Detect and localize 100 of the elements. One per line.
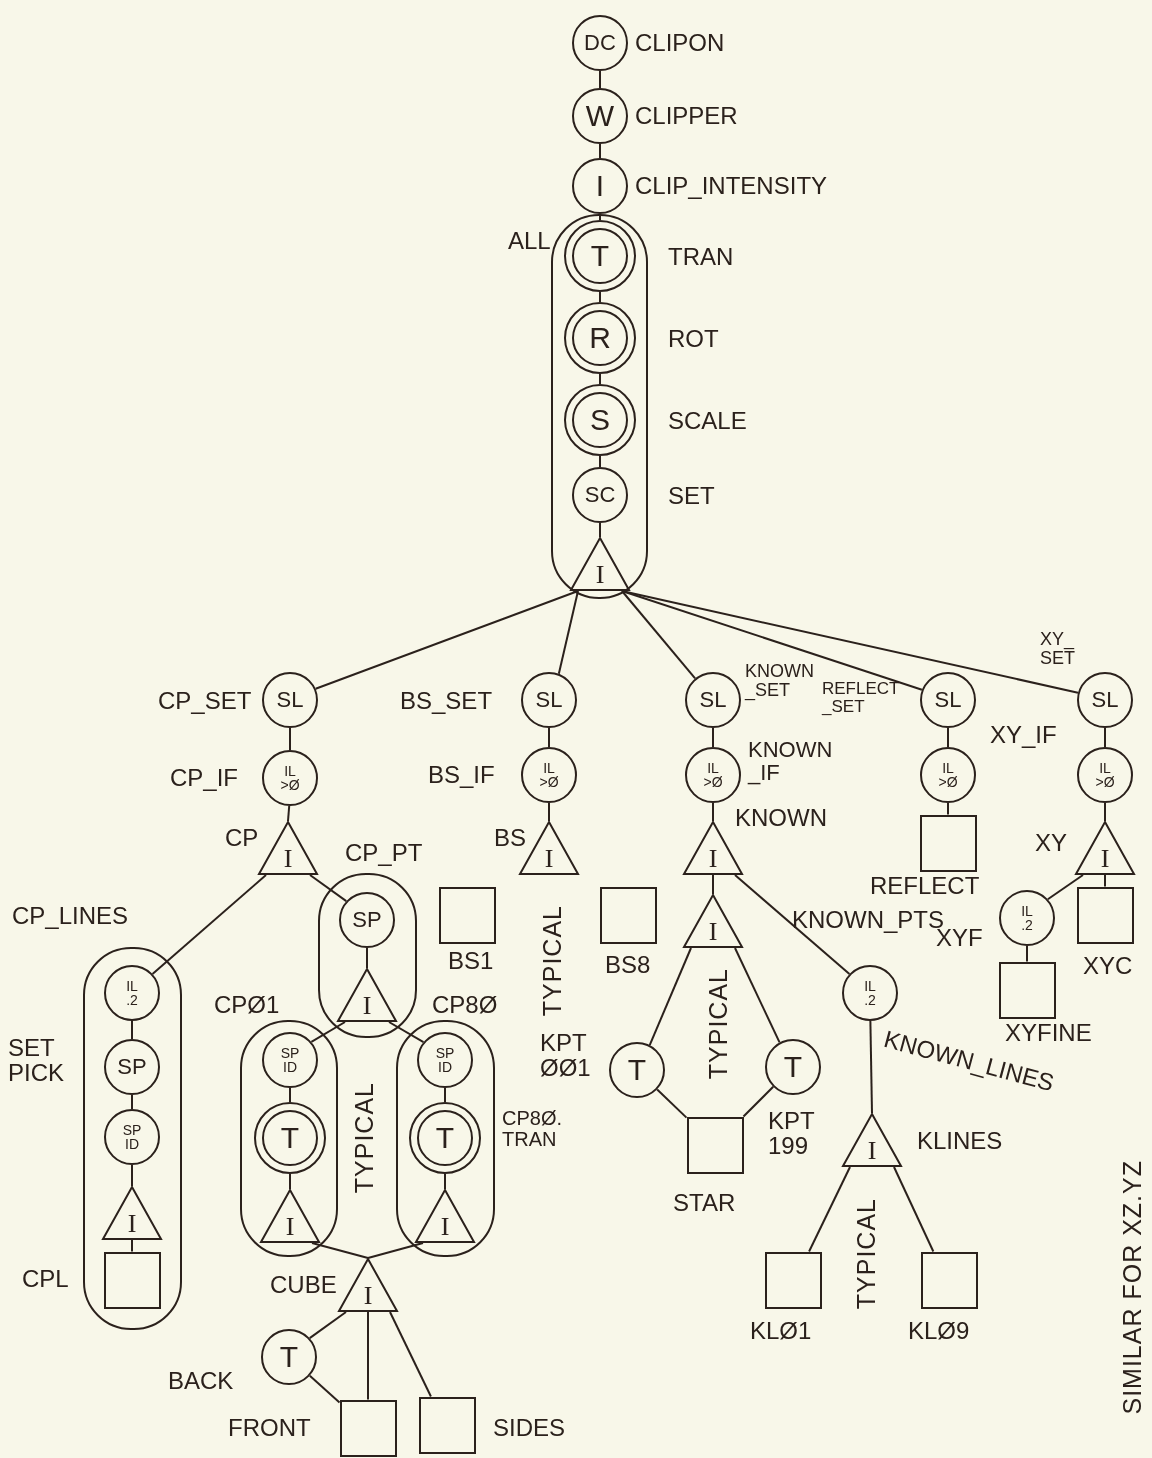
node-symbol: T xyxy=(279,1342,299,1372)
triangle-node xyxy=(1075,821,1135,875)
node-label: ROT xyxy=(668,326,719,352)
connector-line xyxy=(621,590,697,680)
node-symbol: IL .2 xyxy=(125,979,139,1007)
triangle-node xyxy=(683,894,743,948)
group-band xyxy=(83,947,182,1330)
circle-node xyxy=(999,890,1055,946)
node-label: KNOWN _IF xyxy=(748,738,834,785)
node-label: KPT 199 xyxy=(768,1108,816,1159)
node-symbol: I xyxy=(595,562,605,588)
connector-line xyxy=(648,947,692,1047)
connector-line xyxy=(599,213,601,221)
group-band xyxy=(551,214,648,599)
connector-line xyxy=(734,947,781,1044)
circle-node xyxy=(1077,672,1133,728)
square-node xyxy=(438,886,496,944)
node-label: STAR xyxy=(673,1190,736,1216)
node-label: SCALE xyxy=(668,408,747,434)
note: TYPICAL xyxy=(854,1198,879,1310)
node-symbol: IL >Ø xyxy=(538,761,560,789)
connector-line xyxy=(712,802,714,822)
connector-line xyxy=(599,143,601,159)
connector-line xyxy=(734,874,851,975)
node-label: SIDES xyxy=(493,1415,566,1441)
square-node xyxy=(339,1399,397,1457)
square-node xyxy=(599,886,657,944)
group-heading: ALL xyxy=(508,228,551,254)
connector-line xyxy=(311,1242,369,1259)
node-symbol: SL xyxy=(699,689,727,711)
triangle-node xyxy=(337,968,397,1022)
connector-line xyxy=(808,1166,851,1253)
node-symbol: I xyxy=(362,993,372,1019)
triangle-node xyxy=(842,1113,902,1167)
connector-line xyxy=(444,1087,446,1103)
circle-node xyxy=(262,672,318,728)
circle-node xyxy=(521,672,577,728)
node-label: CP_SET xyxy=(158,688,252,714)
node-symbol: SL xyxy=(934,689,962,711)
connector-line xyxy=(131,1020,133,1040)
node-symbol: I xyxy=(708,919,718,945)
double-circle-node xyxy=(254,1102,326,1174)
double-circle-node xyxy=(564,384,636,456)
triangle-node xyxy=(415,1189,475,1243)
connector-line xyxy=(742,1085,775,1118)
node-label: KPT ØØ1 xyxy=(540,1030,590,1081)
circle-node xyxy=(572,88,628,144)
node-label: XY_ SET xyxy=(1040,630,1076,668)
node-symbol: W xyxy=(585,101,615,131)
node-symbol: IL >Ø xyxy=(1094,761,1116,789)
node-symbol: I xyxy=(363,1283,373,1309)
connector-line xyxy=(599,291,601,303)
node-label: CLIPPER xyxy=(635,103,738,129)
note: TYPICAL xyxy=(540,905,565,1017)
node-symbol: IL >Ø xyxy=(937,761,959,789)
circle-node xyxy=(920,672,976,728)
circle-node xyxy=(920,747,976,803)
node-symbol: I xyxy=(127,1211,137,1237)
triangle-node xyxy=(102,1186,162,1240)
connector-line xyxy=(712,727,714,748)
node-label: CLIP_INTENSITY xyxy=(635,173,828,199)
node-label: BACK xyxy=(168,1368,234,1394)
circle-node xyxy=(572,158,628,214)
connector-line xyxy=(947,727,949,748)
node-label: BS_SET xyxy=(400,688,493,714)
node-label: BS xyxy=(494,825,526,851)
group-band xyxy=(240,1020,338,1257)
node-label: REFLECT xyxy=(870,873,980,899)
connector-line xyxy=(151,874,267,975)
node-symbol: IL .2 xyxy=(863,979,877,1007)
node-label: FRONT xyxy=(228,1415,311,1441)
node-symbol: IL >Ø xyxy=(279,764,301,792)
circle-node xyxy=(262,750,318,806)
note: TYPICAL xyxy=(706,968,731,1080)
node-symbol: I xyxy=(1100,846,1110,872)
node-label: TRAN xyxy=(668,244,734,270)
node-label: CLIPON xyxy=(635,30,725,56)
circle-node xyxy=(104,965,160,1021)
connector-line xyxy=(367,1311,369,1401)
circle-node xyxy=(1077,747,1133,803)
node-label: CP_IF xyxy=(170,765,238,791)
connector-line xyxy=(309,874,348,903)
triangle-node xyxy=(338,1258,398,1312)
node-symbol: T xyxy=(435,1123,455,1153)
square-node xyxy=(103,1251,161,1309)
node-label: KLINES xyxy=(917,1128,1003,1154)
node-symbol: R xyxy=(589,323,611,353)
circle-node xyxy=(339,892,395,948)
node-label: REFLECT _SET xyxy=(822,680,901,716)
circle-node xyxy=(262,1032,318,1088)
connector-line xyxy=(308,1311,347,1340)
group-heading: CP8Ø xyxy=(432,992,498,1018)
connector-line xyxy=(599,522,601,538)
circle-node xyxy=(685,747,741,803)
connector-line xyxy=(389,1311,432,1398)
connector-line xyxy=(599,373,601,385)
circle-node xyxy=(521,747,577,803)
square-node xyxy=(764,1251,822,1309)
node-label: CP8Ø. TRAN xyxy=(502,1108,564,1150)
connector-line xyxy=(308,1374,341,1404)
